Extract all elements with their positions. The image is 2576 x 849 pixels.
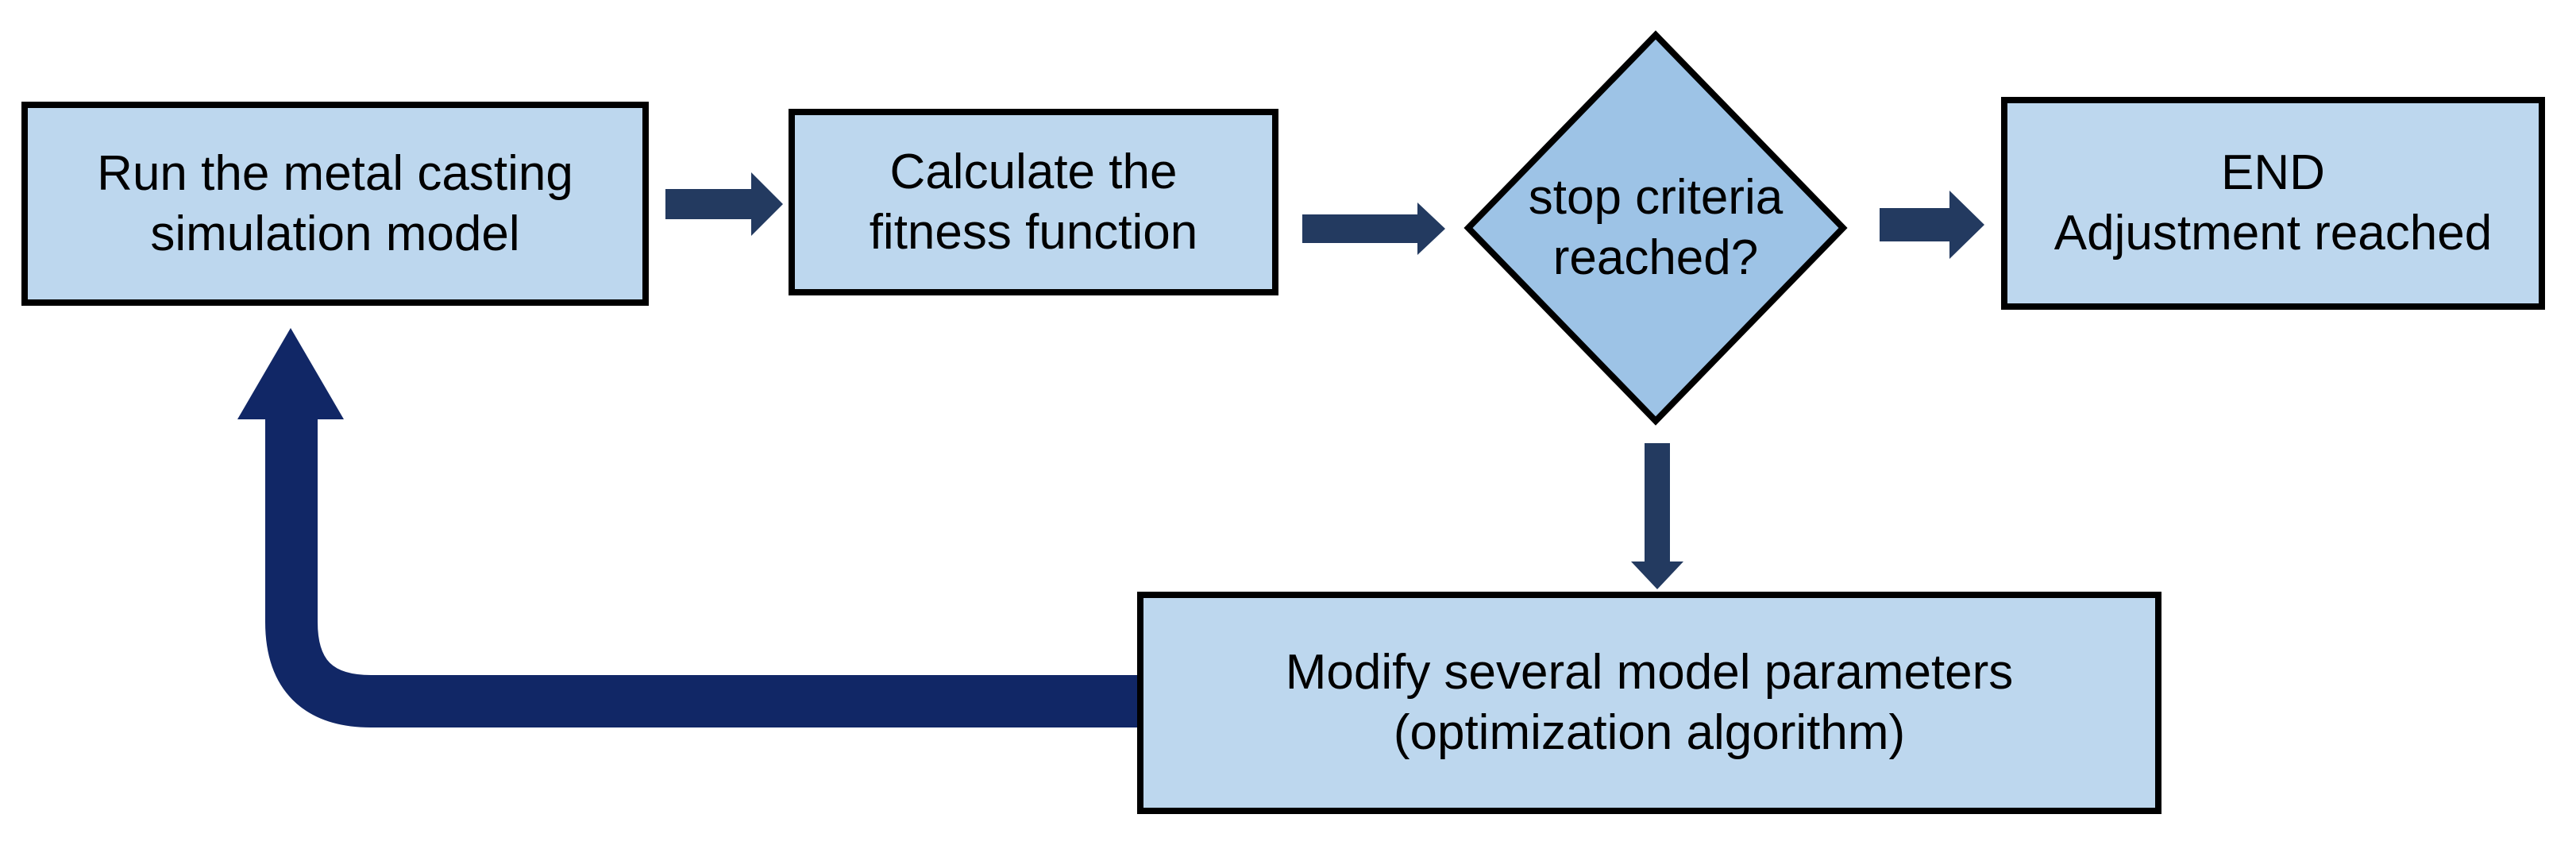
node-end-label: END Adjustment reached — [2001, 97, 2545, 310]
node-calculate-fitness-line2: fitness function — [869, 204, 1198, 260]
node-modify-parameters-line1: Modify several model parameters — [1285, 645, 2014, 700]
node-modify-parameters-shape — [1137, 592, 2161, 814]
decision-stop-criteria-shape — [1463, 30, 1848, 426]
node-calculate-fitness-label: Calculate the fitness function — [789, 109, 1278, 295]
node-end-line2: Adjustment reached — [2053, 206, 2493, 260]
node-calculate-fitness-line1: Calculate the — [889, 144, 1178, 199]
node-run-simulation-line2: simulation model — [150, 206, 520, 261]
node-end-line1: END — [2221, 145, 2325, 201]
loop-arrow-path — [265, 415, 1137, 727]
node-modify-parameters-label: Modify several model parameters (optimiz… — [1137, 592, 2161, 814]
node-calculate-fitness-shape — [789, 109, 1278, 295]
loop-arrow-head — [237, 328, 344, 419]
node-modify-parameters-line2: (optimization algorithm) — [1393, 705, 1906, 760]
arrow-run-to-calculate — [665, 172, 783, 236]
decision-stop-criteria-line1: stop criteria — [1528, 170, 1784, 226]
node-run-simulation-label: Run the metal casting simulation model — [21, 102, 649, 306]
arrow-decision-to-end — [1880, 191, 1984, 259]
node-run-simulation-shape — [21, 102, 649, 306]
decision-stop-criteria-label: stop criteria reached? — [1465, 32, 1846, 424]
decision-stop-criteria-line2: reached? — [1552, 230, 1759, 285]
arrow-calculate-to-decision — [1302, 203, 1445, 255]
arrow-decision-to-modify — [1631, 443, 1683, 589]
node-end-shape — [2001, 97, 2545, 310]
node-run-simulation-line1: Run the metal casting — [97, 145, 573, 201]
loop-arrow-modify-to-run — [237, 328, 1137, 727]
